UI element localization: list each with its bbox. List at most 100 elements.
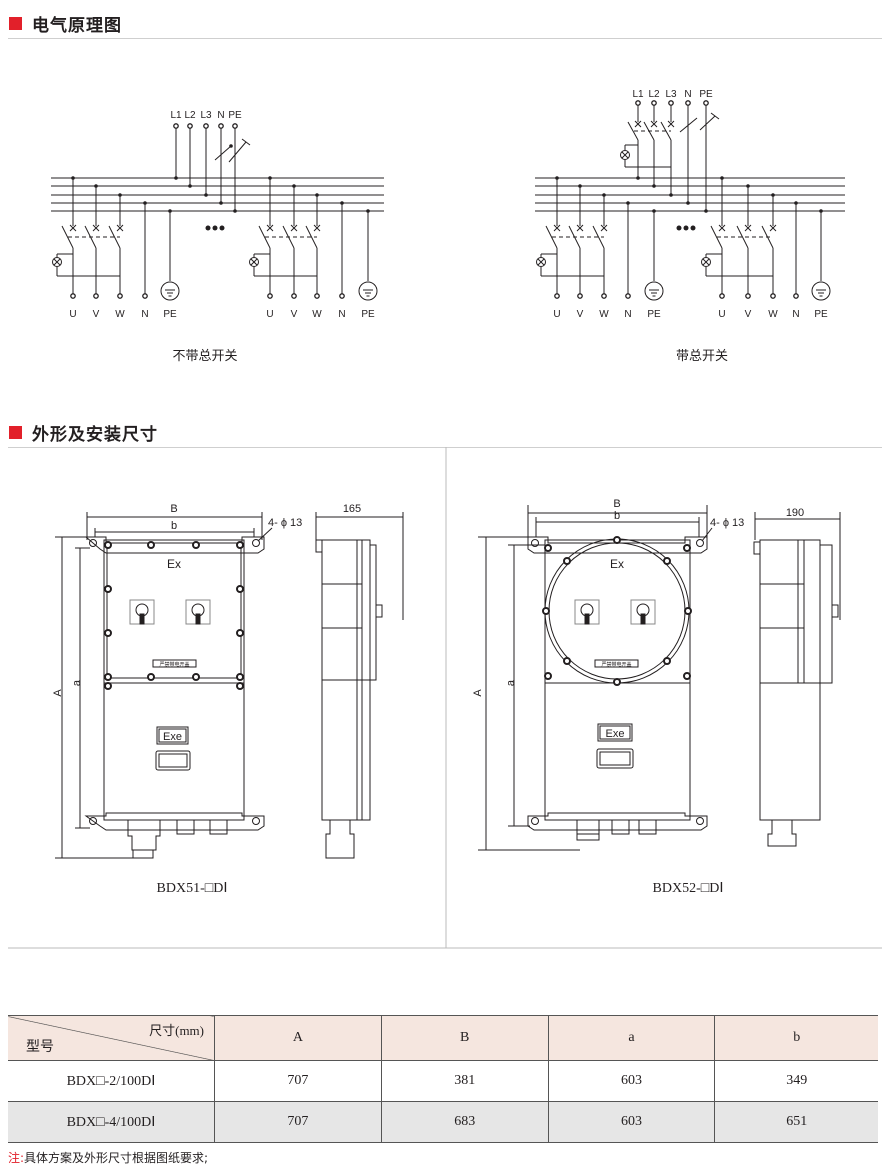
output-label: W xyxy=(768,309,778,320)
junction-dot xyxy=(219,201,223,205)
output-label: W xyxy=(115,309,125,320)
table-row: BDX□-4/100DⅠ 707 683 603 651 xyxy=(8,1101,878,1143)
footnote-label: 注: xyxy=(8,1151,25,1165)
input-label: L3 xyxy=(665,89,677,100)
output-label: U xyxy=(266,309,273,320)
terminal-icon xyxy=(117,293,123,299)
input-label: PE xyxy=(699,89,713,100)
ellipsis-dot xyxy=(212,225,218,231)
output-label: V xyxy=(745,309,752,320)
ellipsis-dot xyxy=(219,225,225,231)
junction-dot xyxy=(704,209,708,213)
switch-contact-x xyxy=(313,224,321,232)
switch-contact-x xyxy=(69,224,77,232)
terminal-icon xyxy=(70,293,76,299)
switch-blade xyxy=(710,225,723,249)
holes-label: 4- ϕ 13 xyxy=(710,517,744,529)
footnote: 注:具体方案及外形尺寸根据图纸要求; xyxy=(8,1149,208,1166)
indicator-lamp-icon xyxy=(620,150,630,160)
terminal-icon xyxy=(635,100,641,106)
table-corner-cell: 尺寸(mm) 型号 xyxy=(8,1015,215,1061)
junction-dot xyxy=(174,176,178,180)
value-cell: 707 xyxy=(214,1101,382,1143)
holes-label: 4- ϕ 13 xyxy=(268,517,302,529)
junction-dot xyxy=(229,144,233,148)
exe-mark: Exe xyxy=(163,731,182,743)
switch-contact-x xyxy=(92,224,100,232)
value-cell: 603 xyxy=(547,1060,716,1102)
lamp-cross xyxy=(53,258,61,266)
input-label: L2 xyxy=(184,110,196,121)
output-label: U xyxy=(553,309,560,320)
lamp-cross xyxy=(250,258,258,266)
switch-contact-x xyxy=(667,120,675,128)
switch-blade xyxy=(736,225,749,249)
model-caption-left: BDX51-□DⅠ xyxy=(156,881,228,896)
terminal-icon xyxy=(668,100,674,106)
terminal-icon xyxy=(173,123,179,129)
terminal-icon xyxy=(203,123,209,129)
switch-blade xyxy=(61,225,74,249)
red-square-icon xyxy=(9,17,22,30)
dim-B-label: B xyxy=(170,503,177,515)
terminal-icon xyxy=(703,100,709,106)
ground-icon xyxy=(644,281,664,301)
dim-b-label: b xyxy=(171,520,177,532)
section-title: 外形及安装尺寸 xyxy=(32,425,158,445)
terminal-icon xyxy=(577,293,583,299)
junction-dot xyxy=(686,201,690,205)
dimensions-table: 尺寸(mm) 型号 A B a b BDX□-2/100DⅠ 707 381 6… xyxy=(8,1015,878,1143)
switch-contact-x xyxy=(718,224,726,232)
terminal-icon xyxy=(232,123,238,129)
footnote-text: 具体方案及外形尺寸根据图纸要求; xyxy=(24,1151,209,1165)
terminal-icon xyxy=(685,100,691,106)
input-label: L1 xyxy=(170,110,182,121)
column-header: b xyxy=(714,1015,878,1061)
output-label: W xyxy=(599,309,609,320)
switch-blade xyxy=(258,225,271,249)
n-switch xyxy=(214,145,232,161)
switch-blade xyxy=(545,225,558,249)
output-label: N xyxy=(792,309,799,320)
indicator-lamp-icon xyxy=(249,257,259,267)
pe-switch xyxy=(710,112,720,120)
terminal-icon xyxy=(291,293,297,299)
ellipsis-dot xyxy=(690,225,696,231)
column-header: a xyxy=(547,1015,716,1061)
junction-dot xyxy=(652,184,656,188)
terminal-icon xyxy=(719,293,725,299)
ex-mark: Ex xyxy=(610,557,624,571)
terminal-icon xyxy=(187,123,193,129)
n-switch xyxy=(679,117,698,133)
output-label: N xyxy=(624,309,631,320)
enclosure-front-left: 严禁带电开盖 Ex Exe B b A a 4- ϕ 13 xyxy=(52,503,302,859)
section-title: 电气原理图 xyxy=(32,16,122,36)
output-label: V xyxy=(93,309,100,320)
model-caption-right: BDX52-□DⅠ xyxy=(652,881,724,896)
input-label: N xyxy=(684,89,691,100)
dim-depth-label: 190 xyxy=(786,507,804,519)
terminal-icon xyxy=(554,293,560,299)
model-cell: BDX□-4/100DⅠ xyxy=(8,1101,215,1143)
output-label: N xyxy=(141,309,148,320)
switch-contact-x xyxy=(116,224,124,232)
column-header: B xyxy=(380,1015,549,1061)
input-label: L2 xyxy=(648,89,660,100)
red-square-icon xyxy=(9,426,22,439)
ex-mark: Ex xyxy=(167,557,181,571)
ellipsis-dot xyxy=(683,225,689,231)
indicator-lamp-icon xyxy=(701,257,711,267)
value-cell: 651 xyxy=(714,1101,878,1143)
terminal-icon xyxy=(651,100,657,106)
terminal-icon xyxy=(267,293,273,299)
output-label: V xyxy=(577,309,584,320)
switch-contact-x xyxy=(744,224,752,232)
exe-mark: Exe xyxy=(606,728,625,740)
switch-contact-x xyxy=(650,120,658,128)
junction-dot xyxy=(204,193,208,197)
terminal-icon xyxy=(93,293,99,299)
table-header-row: 尺寸(mm) 型号 A B a b xyxy=(8,1015,878,1061)
junction-dot xyxy=(233,209,237,213)
